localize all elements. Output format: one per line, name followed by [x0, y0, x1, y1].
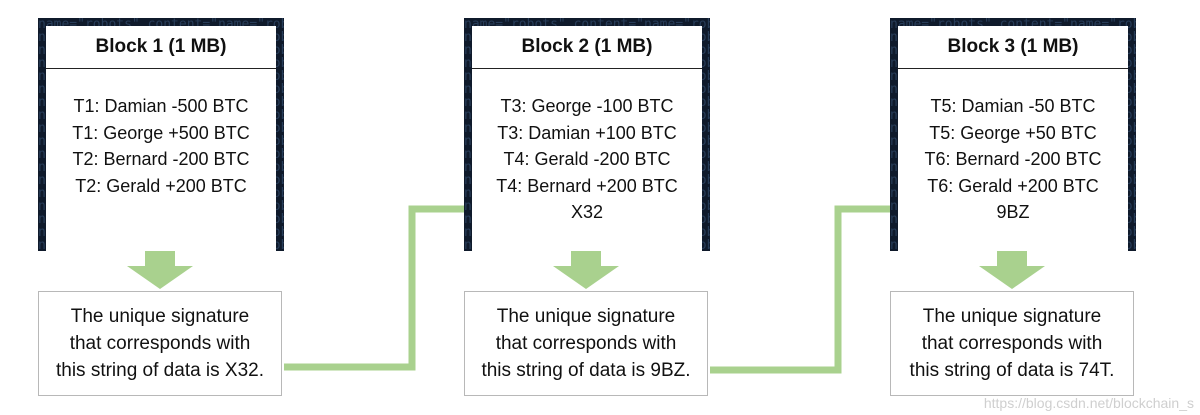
signature-box-3: The unique signature that corresponds wi… [890, 291, 1134, 396]
transaction: T4: Bernard +200 BTC [496, 175, 678, 196]
transaction: T6: Gerald +200 BTC [927, 175, 1099, 196]
block-3-title: Block 3 (1 MB) [898, 26, 1128, 69]
transaction: T3: Damian +100 BTC [497, 122, 677, 143]
transaction: T1: Damian -500 BTC [73, 96, 249, 116]
block-2: name="robots" content="name="robots" con… [464, 18, 710, 251]
signature-line: this string of data is X32. [55, 360, 265, 381]
transaction: T3: George -100 BTC [500, 96, 674, 116]
transaction: T2: Gerald +200 BTC [75, 175, 247, 196]
signature-line: that corresponds with [69, 333, 251, 354]
transaction: T4: Gerald -200 BTC [503, 149, 671, 169]
transaction: T5: George +50 BTC [929, 122, 1097, 143]
signature-text: The unique signature that corresponds wi… [48, 303, 272, 384]
signature-line: this string of data is 74T. [909, 360, 1115, 381]
signature-line: The unique signature [922, 306, 1102, 327]
block-1-transactions: T1: Damian -500 BTC T1: George +500 BTC … [46, 69, 276, 199]
block-1: name="robots" content="name="robots" con… [38, 18, 284, 251]
signature-line: that corresponds with [495, 333, 677, 354]
block-3-card: Block 3 (1 MB) T5: Damian -50 BTC T5: Ge… [898, 26, 1128, 251]
block-2-card: Block 2 (1 MB) T3: George -100 BTC T3: D… [472, 26, 702, 251]
signature-line: The unique signature [70, 306, 250, 327]
block-3-transactions: T5: Damian -50 BTC T5: George +50 BTC T6… [898, 69, 1128, 225]
previous-hash: X32 [570, 202, 604, 222]
block-1-title: Block 1 (1 MB) [46, 26, 276, 69]
signature-line: this string of data is 9BZ. [481, 360, 691, 381]
signature-text: The unique signature that corresponds wi… [902, 303, 1123, 384]
watermark: https://blog.csdn.net/blockchain_s [983, 395, 1194, 411]
signature-text: The unique signature that corresponds wi… [473, 303, 698, 384]
block-1-card: Block 1 (1 MB) T1: Damian -500 BTC T1: G… [46, 26, 276, 251]
block-2-title: Block 2 (1 MB) [472, 26, 702, 69]
signature-line: that corresponds with [921, 333, 1103, 354]
transaction: T1: George +500 BTC [72, 122, 250, 143]
signature-box-2: The unique signature that corresponds wi… [464, 291, 708, 396]
previous-hash: 9BZ [996, 202, 1030, 222]
signature-box-1: The unique signature that corresponds wi… [38, 291, 282, 396]
transaction: T6: Bernard -200 BTC [924, 149, 1102, 169]
transaction: T2: Bernard -200 BTC [72, 149, 250, 169]
block-3: name="robots" content="name="robots" con… [890, 18, 1136, 251]
signature-line: The unique signature [496, 306, 676, 327]
transaction: T5: Damian -50 BTC [930, 96, 1096, 116]
block-2-transactions: T3: George -100 BTC T3: Damian +100 BTC … [472, 69, 702, 225]
